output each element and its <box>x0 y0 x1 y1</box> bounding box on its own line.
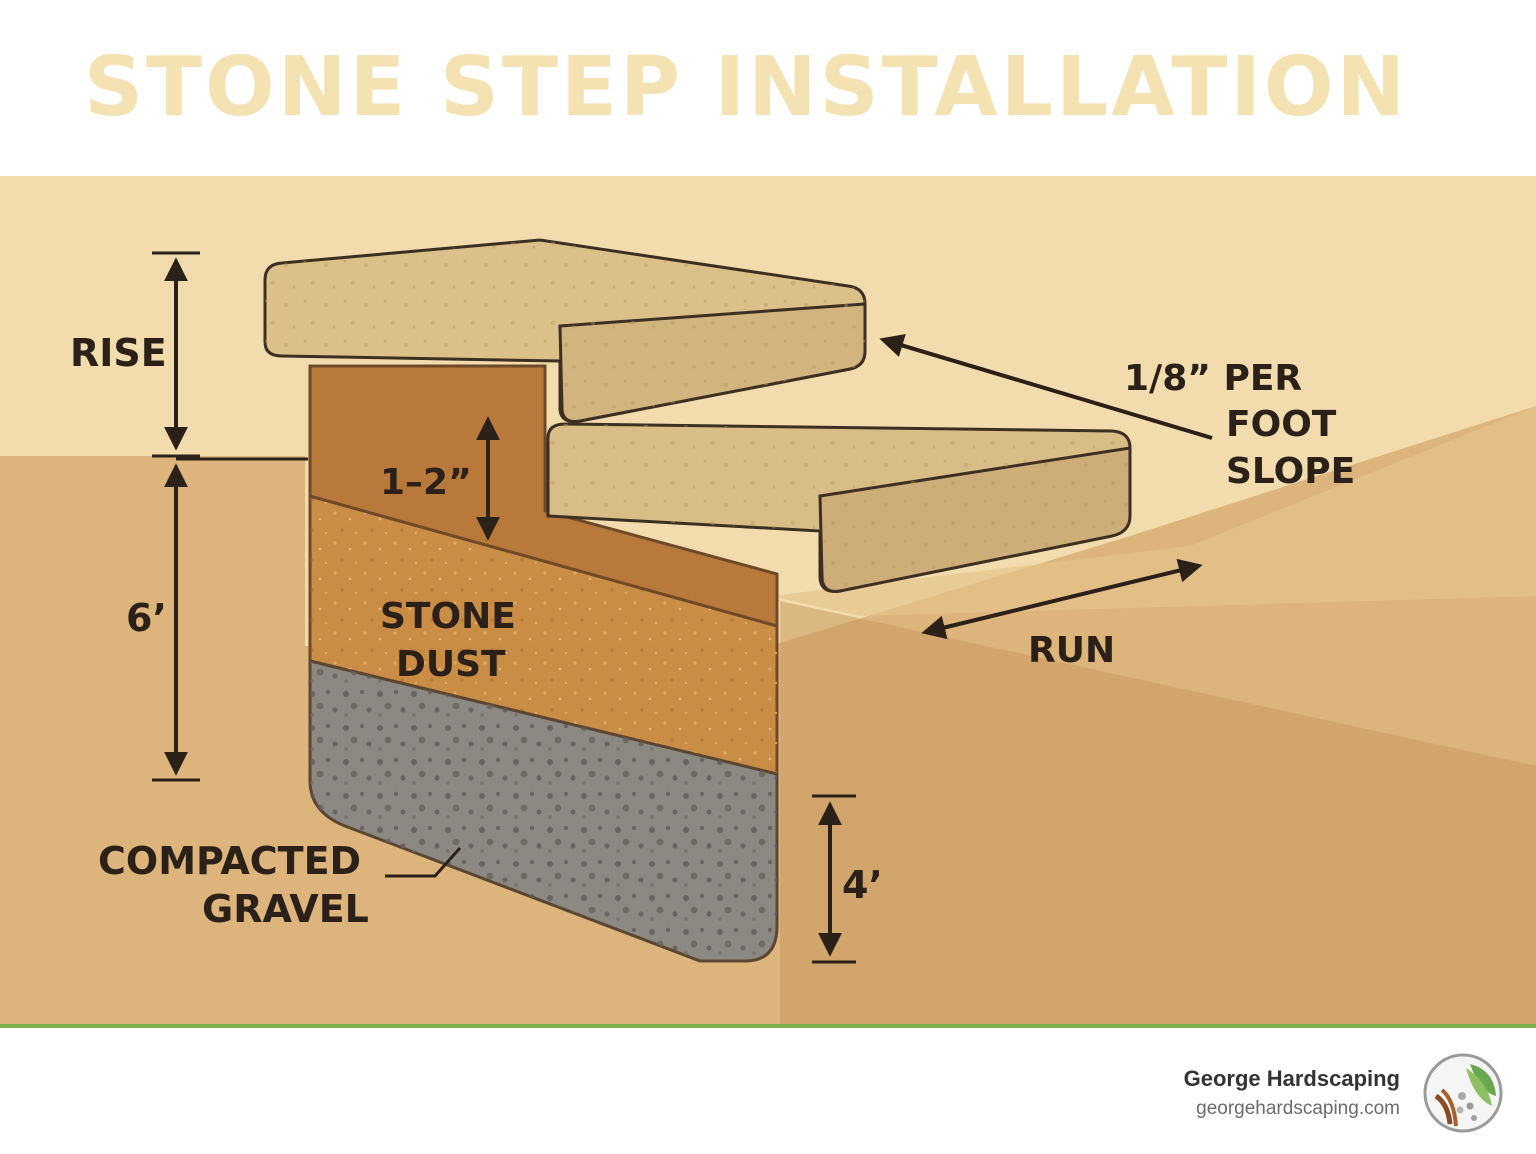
depth-label: 6’ <box>126 596 167 640</box>
setting-bed-layer <box>308 364 779 628</box>
logo-icon <box>1423 1053 1503 1133</box>
rise-label: RISE <box>70 331 167 375</box>
brand-url[interactable]: georgehardscaping.com <box>1196 1098 1400 1119</box>
slope-label-2: FOOT <box>1226 404 1337 445</box>
footer-divider <box>0 1024 1536 1028</box>
lower-stone-step <box>546 422 1132 593</box>
gravel-label-1: COMPACTED <box>98 839 361 883</box>
run-arrow-icon <box>921 558 1203 640</box>
gravel-leader-line <box>385 847 462 878</box>
stone-dust-label-2: DUST <box>396 644 506 685</box>
brand-name: George Hardscaping <box>1183 1066 1400 1091</box>
gravel-depth-label: 4’ <box>842 863 883 907</box>
gravel-label-2: GRAVEL <box>202 887 369 931</box>
slope-arrow-icon <box>879 333 1213 440</box>
run-label: RUN <box>1028 630 1115 671</box>
upper-stone-step <box>263 238 867 423</box>
page-title: STONE STEP INSTALLATION <box>84 40 1409 135</box>
slope-surface <box>770 406 1536 616</box>
slope-label-3: SLOPE <box>1226 451 1355 492</box>
slope-label-1: 1/8” PER <box>1124 358 1302 399</box>
setting-bed-label: 1–2” <box>380 462 472 503</box>
ground-shadow <box>780 601 1536 1028</box>
stone-dust-label-1: STONE <box>380 596 516 637</box>
step-cross-section-diagram: RISE 6’ 1–2” STONE DUST COMPACTED GRAVEL… <box>0 176 1536 1028</box>
